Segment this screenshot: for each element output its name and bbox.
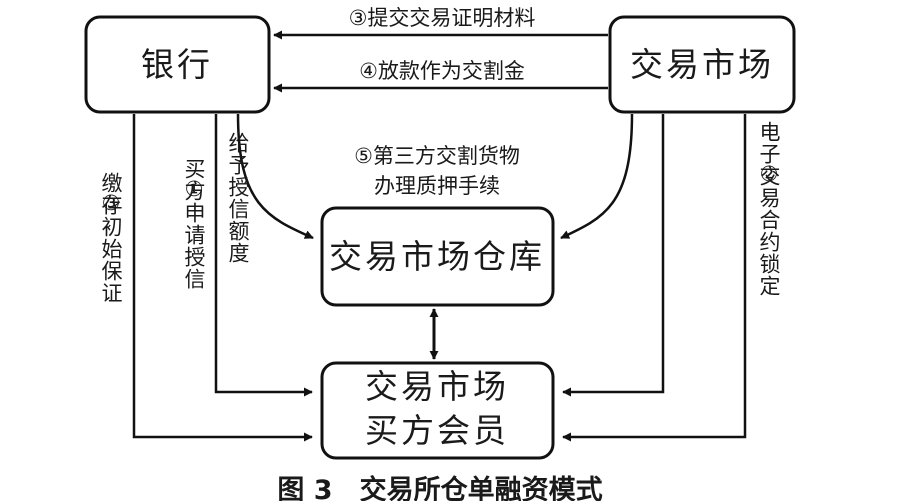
submit-proof-label: ③提交交易证明材料	[349, 6, 536, 30]
warehouse-node: 交易市场仓库	[320, 206, 555, 307]
lock-contract-arrow	[562, 114, 747, 442]
lock-contract-num: ②	[760, 162, 779, 186]
buyer-node: 交易市场 买方会员	[320, 361, 555, 460]
delivery-label-line2: 办理质押手续	[374, 174, 500, 198]
apply-credit-label: 买方申请授信	[182, 158, 206, 290]
pay-margin-num: ③	[102, 191, 121, 215]
pay-margin-arrow	[132, 114, 313, 442]
bank-to-warehouse-arrow	[236, 113, 314, 240]
figure-caption: 图 3 交易所仓单融资模式	[277, 474, 602, 501]
pay-margin-label: 缴存初始保证	[99, 172, 123, 304]
lock-contract-label: 电子交易合约锁定	[757, 121, 781, 297]
apply-credit-num: ①	[185, 177, 204, 201]
bank-label: 银行	[141, 45, 213, 84]
loan-payment-label: ④放款作为交割金	[359, 59, 525, 83]
delivery-label-line1: ⑤第三方交割货物	[354, 144, 520, 168]
market-to-warehouse-arrow	[560, 113, 634, 240]
market-label: 交易市场	[630, 45, 774, 84]
bank-node: 银行	[84, 15, 271, 114]
warehouse-label: 交易市场仓库	[329, 237, 545, 276]
buyer-label-line2: 买方会员	[365, 411, 509, 450]
buyer-label-line1: 交易市场	[365, 367, 509, 406]
apply-credit-arrow	[214, 114, 313, 397]
market-to-buyer-arrow	[562, 114, 665, 397]
market-node: 交易市场	[608, 15, 796, 114]
grant-credit-label: 给予授信额度	[226, 132, 250, 264]
